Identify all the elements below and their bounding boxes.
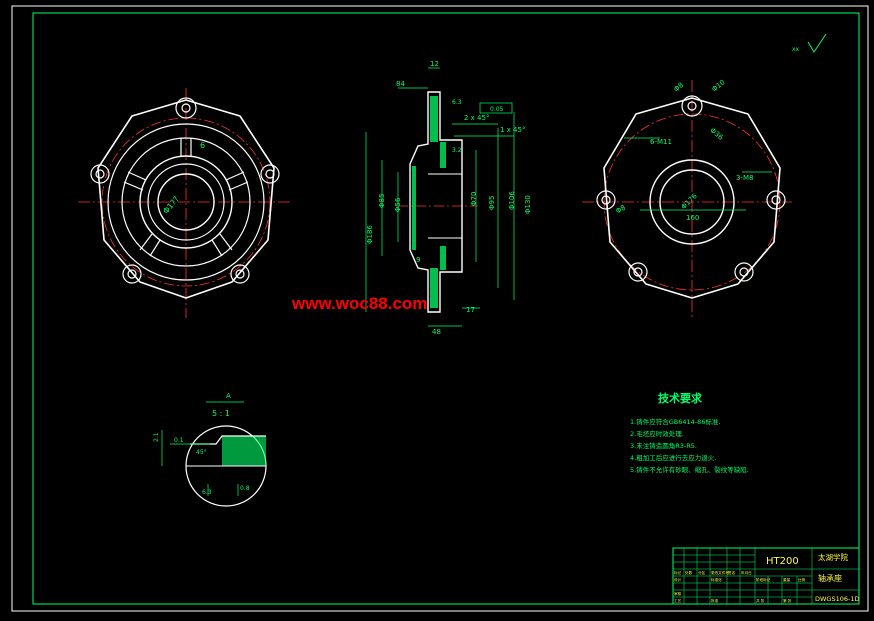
detail-label-1: 45° — [196, 449, 207, 456]
tech-requirement-item: 1.铸件应符合GB6414-86标准. — [630, 417, 720, 426]
tech-requirements-title: 技术要求 — [658, 391, 703, 405]
detail-label-4: 0.8 — [240, 485, 250, 492]
title-block-grid — [673, 548, 859, 604]
rear-label-3: 3-M8 — [736, 174, 753, 182]
title-block-label: 处数 — [685, 570, 693, 575]
drawing-frame — [32, 12, 860, 605]
title-block-label: 年月日 — [741, 570, 752, 575]
detail-view-a: A 5 : 1 0.1 45° 2.1 6.3 0.8 — [153, 392, 267, 507]
title-material: HT200 — [766, 556, 799, 567]
rear-bore — [659, 169, 725, 235]
title-block-labels: 标记 处数 分区 更改文件号 签名 年月日 设计 标准化 阶段标记 重量 比例 … — [674, 570, 806, 603]
rear-label-2: 6-M11 — [650, 138, 672, 146]
rear-lugs — [596, 95, 786, 282]
front-label-0: 6 — [200, 141, 205, 150]
tech-requirement-item: 3.未注铸造圆角R3-R5. — [630, 441, 697, 450]
detail-label-2: 2.1 — [153, 432, 160, 442]
section-label-0: 12 — [430, 60, 439, 68]
title-block: HT200 太湖学院 轴承座 DWGS106-1D 标记 处数 分区 更改文件号… — [672, 547, 860, 605]
section-label-11: Φ130 — [524, 195, 532, 214]
section-label-5: Φ186 — [366, 225, 374, 244]
section-label-14: 6.3 — [452, 99, 462, 106]
title-block-label: 签名 — [728, 570, 736, 575]
section-label-10: Φ106 — [508, 191, 516, 210]
section-label-16: 0.05 — [490, 106, 504, 113]
section-label-4: 9 — [416, 256, 420, 264]
title-block-label: 设计 — [674, 577, 682, 582]
detail-label-0: 0.1 — [174, 437, 184, 444]
section-label-3: 48 — [432, 328, 441, 336]
sheet-border — [11, 5, 869, 612]
front-hub-inner — [147, 163, 225, 241]
front-bolt-circle — [101, 117, 271, 287]
rear-label-7: 160 — [686, 214, 699, 222]
front-ribs — [123, 138, 249, 257]
title-block-label: 批准 — [711, 598, 719, 603]
title-block-label: 重量 — [783, 577, 791, 582]
rear-flange-outline — [603, 97, 781, 299]
front-lugs — [90, 97, 280, 284]
tech-requirements: 技术要求 1.铸件应符合GB6414-86标准. 2.毛坯应时效处理. 3.未注… — [630, 391, 749, 474]
title-block-label: 阶段标记 — [756, 577, 771, 582]
title-block-label: 第 张 — [783, 598, 792, 603]
title-school: 太湖学院 — [818, 552, 848, 562]
title-block-label: 更改文件号 — [711, 570, 729, 575]
section-label-12: 1 x 45° — [500, 126, 525, 134]
front-outer-ring — [107, 123, 265, 281]
detail-label-3: 6.3 — [202, 489, 212, 496]
title-block-label: 比例 — [798, 577, 806, 582]
front-hub — [139, 155, 233, 249]
section-label-8: Φ70 — [470, 192, 478, 206]
rear-hub — [649, 159, 735, 245]
title-block-label: 工艺 — [674, 598, 682, 603]
detail-dimensions — [161, 430, 239, 496]
title-block-label: 分区 — [698, 570, 706, 575]
title-block-label: 标准化 — [711, 577, 722, 582]
section-label-15: 3.2 — [452, 147, 462, 154]
section-outline — [409, 91, 463, 313]
tech-requirement-item: 2.毛坯应时效处理. — [630, 429, 684, 438]
front-flange-outline — [97, 99, 275, 299]
section-label-6: Φ85 — [378, 194, 386, 208]
section-label-9: Φ95 — [488, 196, 496, 210]
roughness-check-icon — [807, 33, 827, 53]
roughness-text: xx — [792, 46, 800, 53]
front-bore — [157, 173, 215, 231]
detail-scale: 5 : 1 — [212, 409, 230, 418]
title-block-label: 审核 — [674, 591, 682, 596]
title-drawing-number: DWGS106-1D — [815, 595, 860, 603]
rear-label-4: Φ8 — [615, 204, 628, 216]
tech-requirement-item: 4.粗加工后应进行去应力退火. — [630, 453, 716, 462]
detail-hatch — [222, 436, 266, 466]
section-dimensions — [365, 67, 515, 327]
section-label-2: 17 — [466, 306, 475, 314]
title-block-label: 标记 — [674, 570, 682, 575]
rear-dimensions — [624, 137, 772, 211]
section-hatch — [412, 96, 446, 308]
section-label-1: 84 — [396, 80, 405, 88]
front-rim — [121, 137, 251, 267]
tech-requirement-item: 5.铸件不允许有砂眼、缩孔、裂纹等缺陷. — [630, 465, 749, 474]
watermark: www.woc88.com — [291, 294, 427, 313]
section-label-13: 2 x 45° — [464, 114, 489, 122]
section-label-7: Φ56 — [394, 197, 402, 212]
section-view: 12 84 17 48 9 Φ186 Φ85 Φ56 Φ70 Φ95 Φ106 … — [365, 60, 532, 336]
detail-title: A — [226, 392, 231, 400]
title-block-label: 共 张 — [756, 598, 765, 603]
title-part-name: 轴承座 — [818, 573, 842, 583]
roughness-symbol: xx — [792, 33, 827, 53]
